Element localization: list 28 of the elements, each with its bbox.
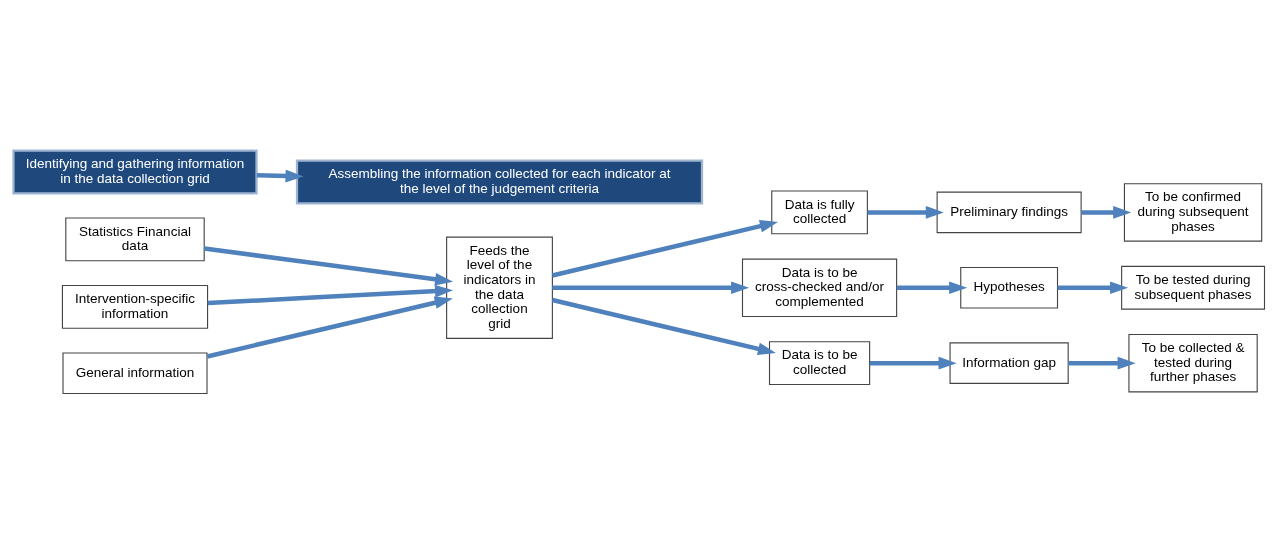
node-box: Feeds the level of the indicators in the data collection grid — [446, 236, 553, 339]
node-box: Data is to be cross-checked and/or complemented — [741, 258, 898, 317]
node-box: Data is to be collected — [768, 341, 871, 386]
node-box: Assembling the information collected for each indicator at the level of the judgement criteria — [295, 159, 704, 205]
node-box: General information — [62, 352, 208, 395]
arrow — [896, 281, 968, 295]
arrow — [867, 206, 944, 219]
arrow — [551, 220, 778, 278]
arrow — [203, 246, 454, 286]
arrow — [1081, 206, 1132, 219]
node-box: Hypotheses — [960, 266, 1059, 309]
arrow — [256, 169, 304, 183]
arrow — [206, 296, 453, 359]
node-box: Preliminary findings — [936, 191, 1082, 234]
node-box: Data is fully collected — [771, 190, 868, 235]
arrow — [551, 297, 776, 356]
node-box: Statistics Financial data — [65, 217, 205, 262]
arrow — [1068, 356, 1136, 370]
node-box: Identifying and gathering information in the data collection grid — [12, 149, 258, 195]
arrow — [207, 284, 454, 306]
node-box: Intervention-specific information — [61, 284, 209, 329]
arrow — [1057, 281, 1129, 295]
arrow — [869, 356, 957, 370]
arrow — [552, 281, 750, 295]
node-box: To be confirmed during subsequent phases — [1123, 183, 1263, 242]
node-box: To be tested during subsequent phases — [1121, 265, 1266, 310]
node-box: Information gap — [949, 342, 1069, 384]
node-box: To be collected & tested during further phases — [1128, 333, 1258, 393]
